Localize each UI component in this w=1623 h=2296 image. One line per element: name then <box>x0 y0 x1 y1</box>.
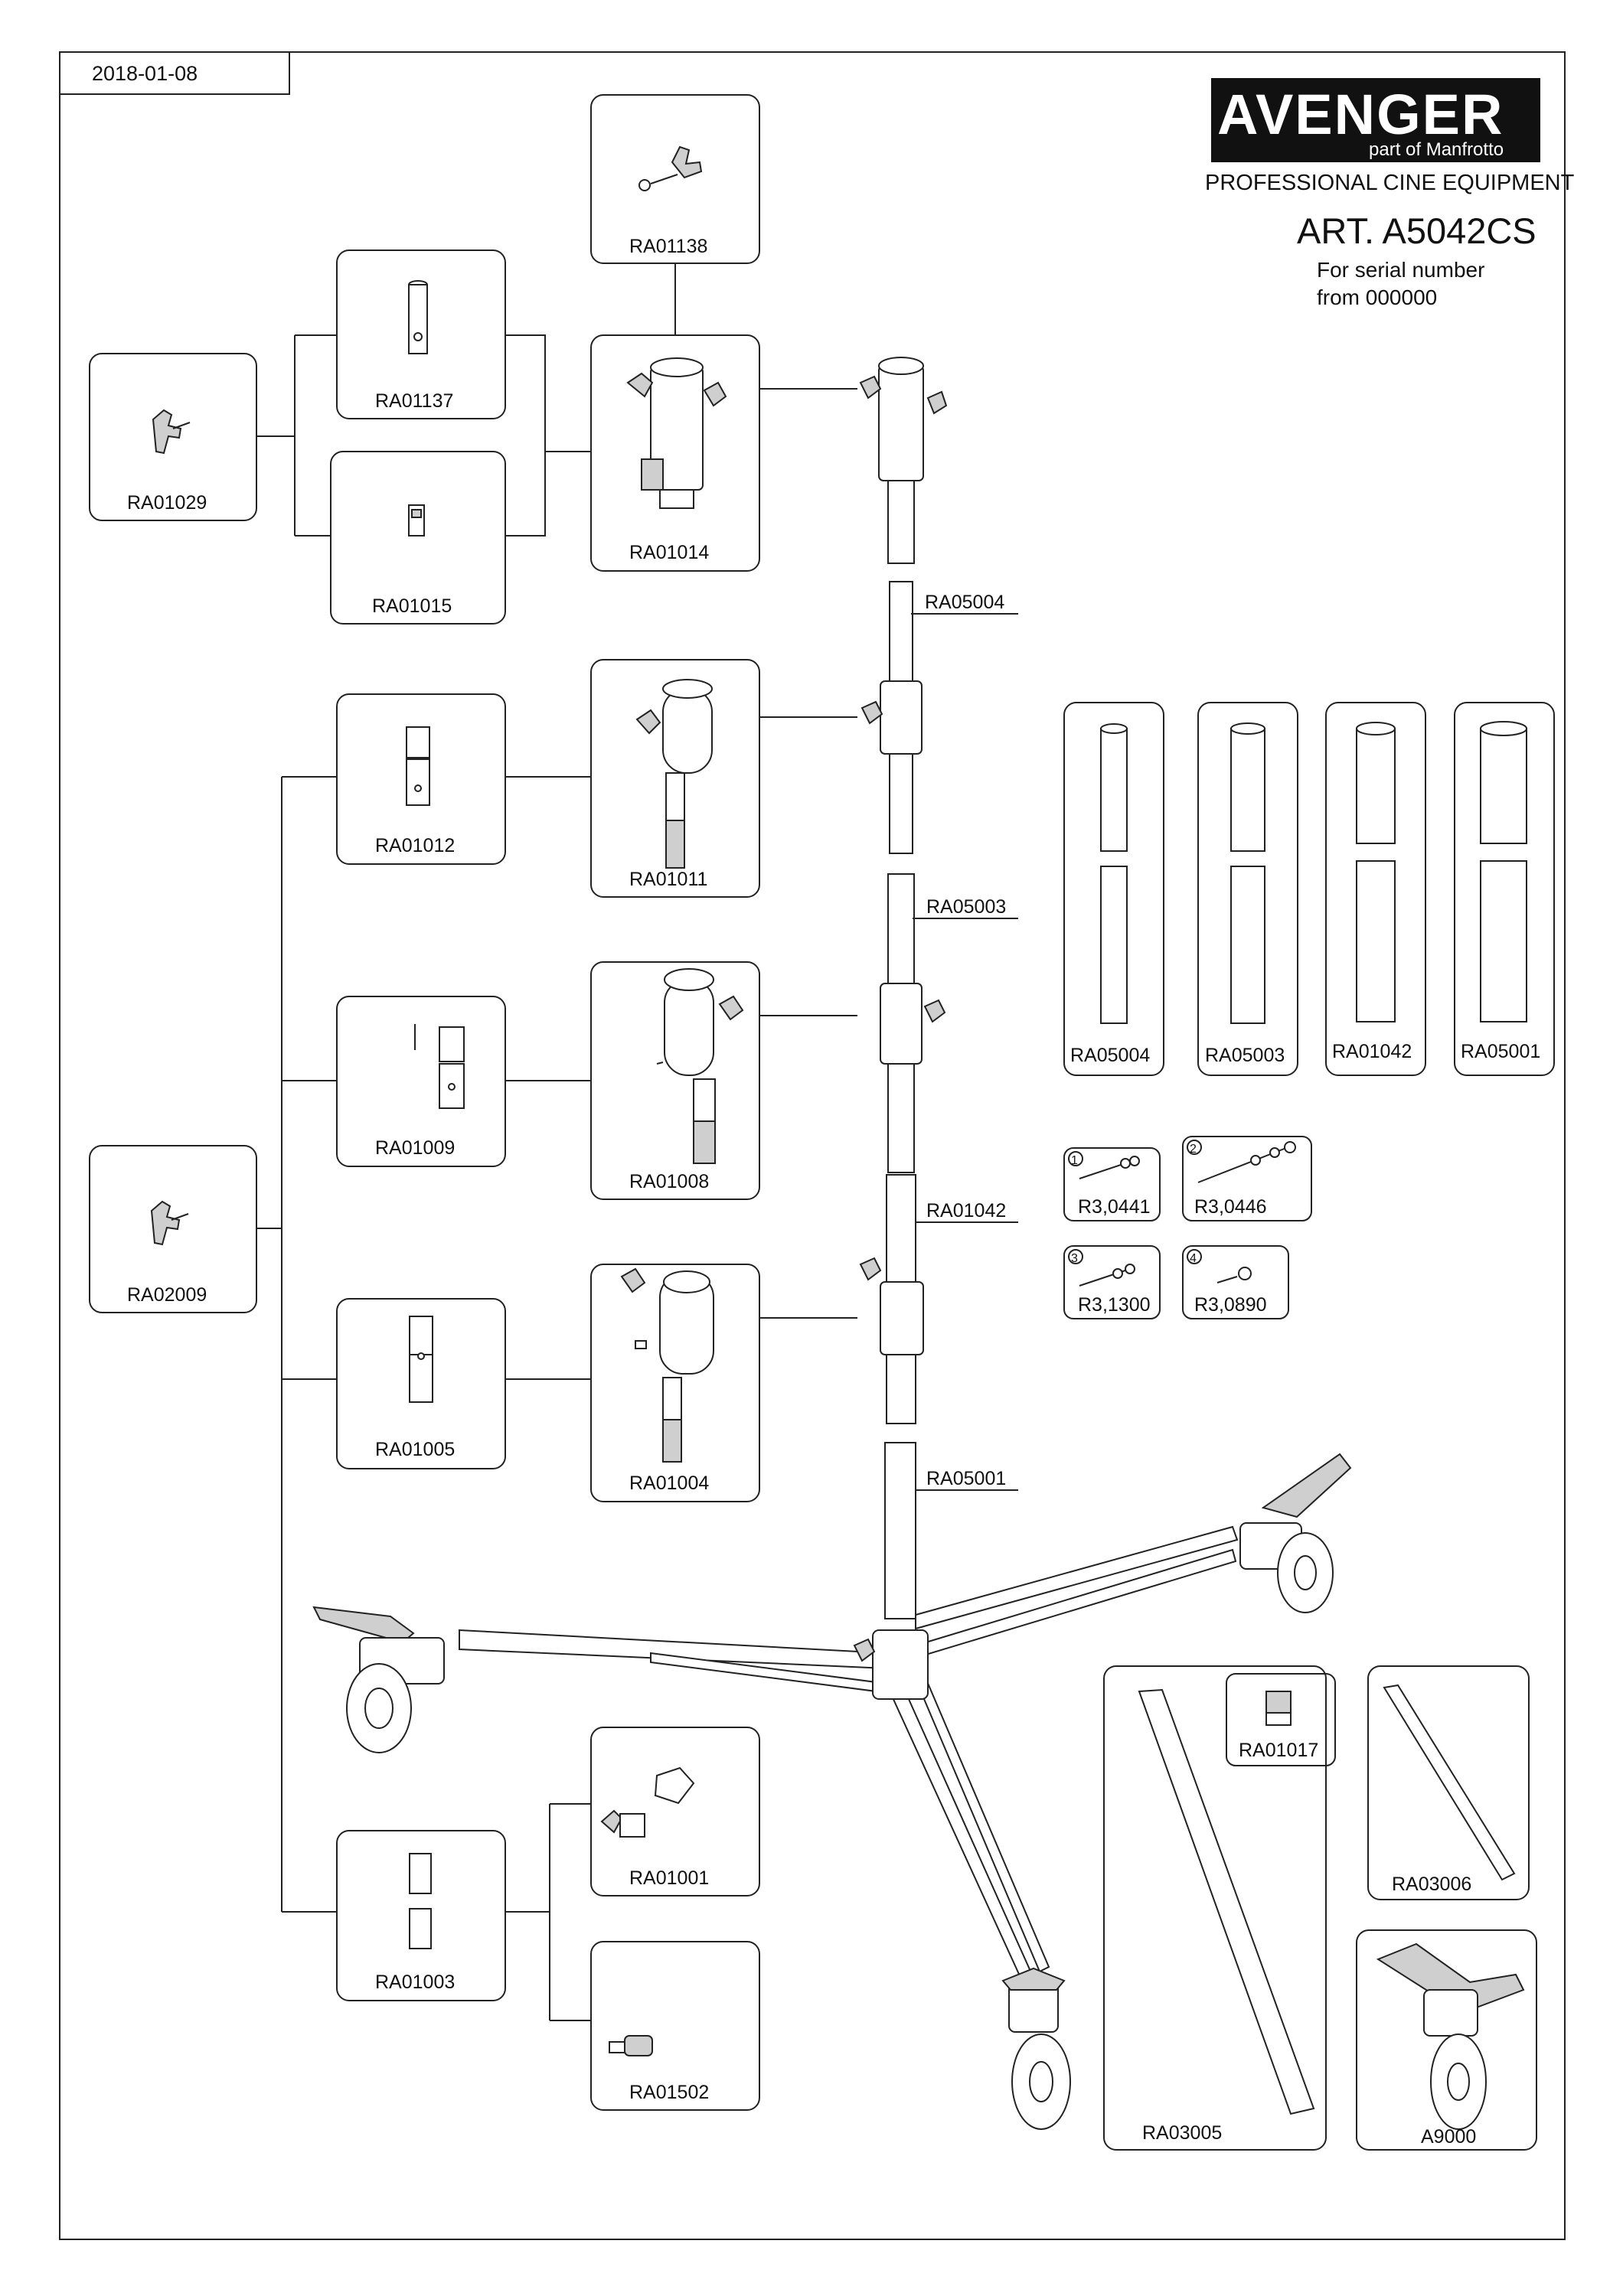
part-label: RA01003 <box>375 1971 455 1993</box>
part-label: RA03005 <box>1142 2122 1222 2144</box>
part-label: RA01001 <box>629 1867 709 1889</box>
date-box <box>60 51 290 95</box>
part-ra01003: RA01003 <box>336 1830 506 2001</box>
tube-ra05003: RA05003 <box>1197 702 1298 1076</box>
screw-number: 3 <box>1071 1252 1078 1265</box>
part-ra01014: RA01014 <box>590 334 760 572</box>
part-ra02009: RA02009 <box>89 1145 257 1313</box>
part-ra01008: RA01008 <box>590 961 760 1200</box>
part-label: RA01009 <box>375 1137 455 1159</box>
page-frame <box>59 51 1566 2240</box>
pole-tag-ra01042: RA01042 <box>926 1200 1006 1221</box>
tube-label: RA05004 <box>1070 1045 1150 1066</box>
clamp-leaf-icon <box>409 1316 433 1403</box>
part-ra01137: RA01137 <box>336 249 506 419</box>
part-label: RA01011 <box>629 869 707 890</box>
part-ra01138: RA01138 <box>590 94 760 264</box>
screw-number: 1 <box>1071 1154 1078 1167</box>
part-ra01004: RA01004 <box>590 1264 760 1502</box>
part-ra01015: RA01015 <box>330 451 506 625</box>
part-label: RA01017 <box>1239 1740 1318 1761</box>
part-ra01017: RA01017 <box>1226 1673 1336 1766</box>
article-number: ART. A5042CS <box>1297 210 1536 251</box>
collar-clamp-icon <box>635 679 713 869</box>
screw-code: R3,1300 <box>1078 1294 1151 1316</box>
part-label: RA01137 <box>375 390 453 412</box>
screw-number: 2 <box>1190 1143 1197 1156</box>
clamp-block-icon <box>408 504 425 536</box>
screw-item-4: 4 R3,0890 <box>1182 1245 1289 1319</box>
drawing-date: 2018-01-08 <box>92 62 198 85</box>
screw-item-1: 1 R3,0441 <box>1063 1147 1161 1221</box>
knob-screw-icon <box>638 145 703 191</box>
part-label: RA01008 <box>629 1171 709 1192</box>
t-knob-icon <box>152 409 191 455</box>
part-label: RA01502 <box>629 2082 709 2103</box>
pole-tag-ra05001: RA05001 <box>926 1468 1006 1489</box>
screw-code: R3,0441 <box>1078 1196 1151 1218</box>
part-label: RA01138 <box>629 236 707 257</box>
part-ra01001: RA01001 <box>590 1727 760 1896</box>
head-clamp-icon <box>626 357 727 509</box>
avenger-logo: AVENGER part of Manfrotto <box>1211 78 1540 162</box>
brand-name: AVENGER <box>1217 83 1504 146</box>
screw-item-3: 3 R3,1300 <box>1063 1245 1161 1319</box>
screw-code: R3,0446 <box>1194 1196 1267 1218</box>
part-ra01009: RA01009 <box>336 996 506 1167</box>
clamp-leaf-icon <box>406 726 430 806</box>
part-ra03006: RA03006 <box>1367 1665 1530 1900</box>
tube-ra05004: RA05004 <box>1063 702 1164 1076</box>
part-label: A9000 <box>1421 2126 1476 2148</box>
brand-subtitle: part of Manfrotto <box>1369 139 1504 160</box>
collar-clamp-icon <box>620 1267 714 1463</box>
spigot-pin-icon <box>408 280 428 354</box>
tube-label: RA05003 <box>1205 1045 1285 1066</box>
screw-code: R3,0890 <box>1194 1294 1267 1316</box>
part-label: RA01015 <box>372 595 452 617</box>
part-ra01502: RA01502 <box>590 1941 760 2111</box>
serial-line-1: For serial number <box>1317 258 1484 282</box>
serial-line-2: from 000000 <box>1317 285 1437 309</box>
cap-icon <box>1265 1691 1292 1726</box>
part-a9000: A9000 <box>1356 1929 1537 2151</box>
knob-clamp-icon <box>600 1766 695 1838</box>
part-label: RA01014 <box>629 542 709 563</box>
part-ra01012: RA01012 <box>336 693 506 865</box>
part-ra01029: RA01029 <box>89 353 257 521</box>
pole-tag-ra05004: RA05004 <box>925 592 1004 613</box>
part-label: RA01012 <box>375 835 455 856</box>
pole-tag-ra05003: RA05003 <box>926 896 1006 918</box>
part-label: RA01005 <box>375 1439 455 1460</box>
part-ra01005: RA01005 <box>336 1298 506 1469</box>
part-ra01011: RA01011 <box>590 659 760 898</box>
part-label: RA01004 <box>629 1473 709 1494</box>
dolly-base <box>312 1453 1352 2130</box>
t-knob-icon <box>150 1200 189 1246</box>
wheel-caster-icon <box>1376 1942 1525 2130</box>
collar-clamp-icon <box>656 968 744 1164</box>
tube-ra05001: RA05001 <box>1454 702 1555 1076</box>
tagline: PROFESSIONAL CINE EQUIPMENT <box>1205 171 1575 195</box>
tube-label: RA05001 <box>1461 1041 1540 1062</box>
part-ra03005: RA03005 <box>1103 1665 1327 2151</box>
part-label: RA01029 <box>127 492 207 514</box>
screw-item-2: 2 R3,0446 <box>1182 1136 1312 1221</box>
screw-number: 4 <box>1190 1252 1197 1265</box>
clamp-pair-icon <box>409 1853 432 1949</box>
part-label: RA03006 <box>1392 1874 1471 1895</box>
clamp-leaf-icon <box>414 1024 465 1109</box>
sleeve-icon <box>609 2035 653 2056</box>
center-pole <box>859 581 946 1619</box>
tube-ra01042: RA01042 <box>1325 702 1426 1076</box>
part-label: RA02009 <box>127 1284 207 1306</box>
assembly-top-head <box>859 357 948 564</box>
tube-label: RA01042 <box>1332 1041 1412 1062</box>
